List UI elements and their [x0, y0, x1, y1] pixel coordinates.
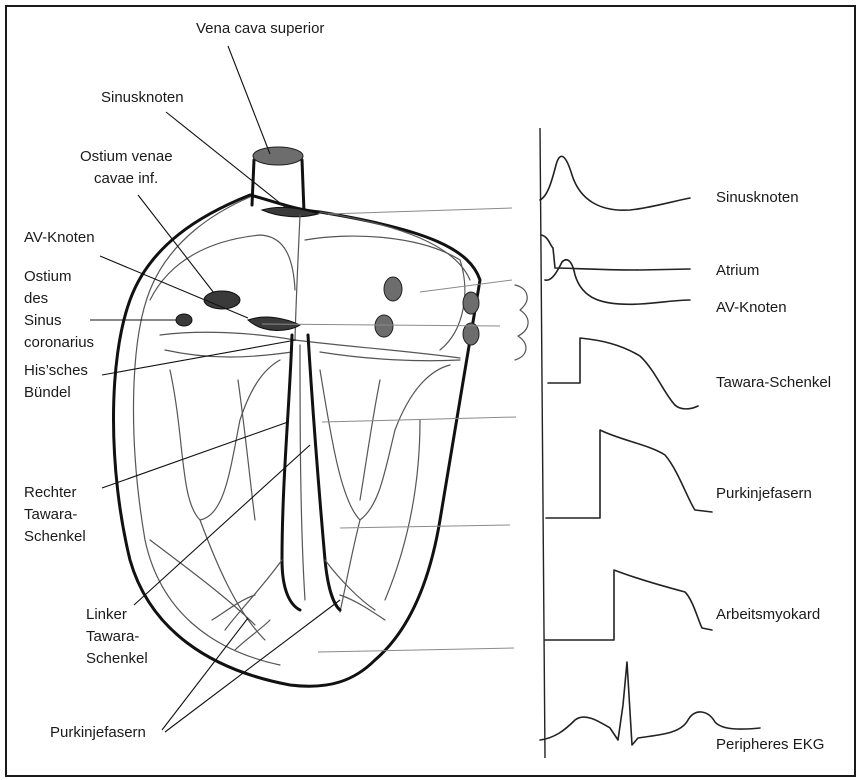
ostium-vena-cava-inf — [204, 291, 240, 309]
label-line: Rechter — [24, 482, 86, 504]
trace-label-atrium: Atrium — [716, 260, 759, 282]
vena-cava-opening — [253, 147, 303, 165]
sinus-node-mark — [262, 207, 318, 216]
label-line: coronarius — [24, 332, 94, 354]
label-ostium-sinus-coronarius: Ostium des Sinus coronarius — [24, 266, 94, 354]
trace-purkinje — [546, 430, 712, 518]
trace-av-knoten — [545, 260, 690, 305]
label-sinusknoten-left: Sinusknoten — [101, 87, 184, 109]
trace-label-sinusknoten: Sinusknoten — [716, 187, 799, 209]
trace-tawara — [548, 338, 698, 409]
label-rechter-tawara-schenkel: Rechter Tawara- Schenkel — [24, 482, 86, 548]
label-line: Tawara- — [24, 504, 86, 526]
label-line: Sinus — [24, 310, 94, 332]
trace-label-tawara-schenkel: Tawara-Schenkel — [716, 372, 831, 394]
ostium-sinus-coronarius — [176, 314, 192, 326]
label-line: Tawara- — [86, 626, 148, 648]
label-line: Linker — [86, 604, 148, 626]
trace-label-peripheres-ekg: Peripheres EKG — [716, 734, 824, 756]
label-line: His’sches — [24, 360, 88, 382]
label-his-bundel: His’sches Bündel — [24, 360, 88, 404]
label-line: Schenkel — [86, 648, 148, 670]
trace-atrium — [541, 235, 690, 270]
label-purkinjefasern-left: Purkinjefasern — [50, 722, 146, 744]
label-line: cavae inf. — [76, 168, 173, 190]
trace-label-av-knoten: AV-Knoten — [716, 297, 787, 319]
label-line: Schenkel — [24, 526, 86, 548]
trace-label-arbeitsmyokard: Arbeitsmyokard — [716, 604, 820, 626]
label-line: Bündel — [24, 382, 88, 404]
label-vena-cava-superior: Vena cava superior — [196, 18, 324, 40]
time-axis — [540, 128, 545, 758]
label-ostium-venae-cavae-inf: Ostium venae cavae inf. — [76, 146, 173, 190]
label-line: Ostium venae — [76, 146, 173, 168]
trace-arbeitsmyokard — [545, 570, 712, 640]
trace-sinusknoten — [540, 156, 690, 210]
heart-outline — [114, 147, 481, 686]
heart-interior — [150, 215, 528, 650]
trace-ekg — [540, 662, 760, 745]
action-potential-traces — [540, 156, 760, 745]
label-line: Ostium — [24, 266, 94, 288]
label-linker-tawara-schenkel: Linker Tawara- Schenkel — [86, 604, 148, 670]
label-line: des — [24, 288, 94, 310]
label-av-knoten-left: AV-Knoten — [24, 227, 95, 249]
trace-label-purkinjefasern: Purkinjefasern — [716, 483, 812, 505]
